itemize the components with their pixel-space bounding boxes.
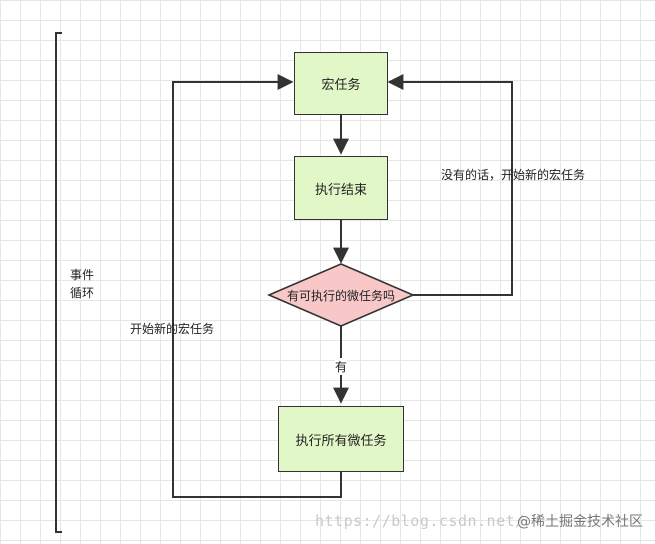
yes-edge-label: 有 [335, 358, 348, 375]
edge-no-loop [387, 74, 513, 296]
loop-back-edge-label: 开始新的宏任务 [130, 322, 215, 336]
decision-diamond [266, 263, 416, 327]
event-loop-label: 事件 循环 [70, 266, 94, 302]
watermark-url: https://blog.csdn.net/ [315, 512, 525, 530]
event-loop-label-line1: 事件 [70, 268, 95, 282]
decision-label: 有可执行的微任务吗 [287, 289, 396, 303]
edge-micro-loop [172, 74, 342, 498]
macro-task-label: 宏任务 [321, 78, 361, 93]
execution-end-node: 执行结束 [294, 156, 388, 220]
macro-task-node: 宏任务 [294, 52, 388, 115]
event-loop-label-line2: 循环 [70, 286, 95, 300]
no-edge-label: 没有的话，开始新的宏任务 [441, 168, 586, 182]
run-micro-node: 执行所有微任务 [278, 406, 404, 472]
watermark-brand: @稀土掘金技术社区 [517, 514, 643, 530]
run-micro-label: 执行所有微任务 [295, 433, 387, 449]
event-loop-bracket [55, 32, 62, 533]
execution-end-label: 执行结束 [314, 182, 367, 198]
